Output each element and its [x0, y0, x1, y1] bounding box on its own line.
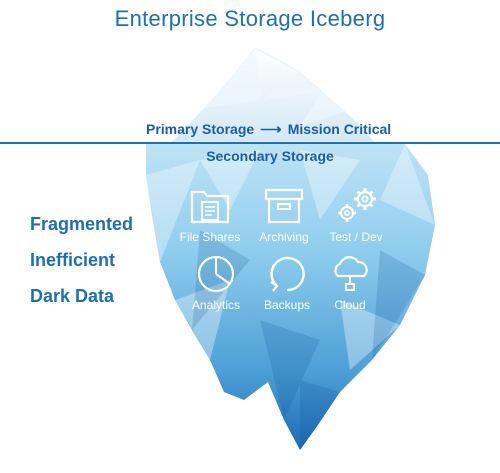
- primary-storage-text: Primary Storage: [146, 121, 255, 137]
- waterline: [0, 142, 500, 144]
- tile-test-dev: Test / Dev: [316, 184, 396, 244]
- side-label-fragmented: Fragmented: [30, 214, 134, 234]
- tile-label: Cloud: [334, 298, 366, 312]
- secondary-storage-label: Secondary Storage: [206, 148, 334, 164]
- archive-box-icon: [264, 188, 304, 224]
- side-label-inefficient: Inefficient: [30, 250, 116, 270]
- tile-label: Archiving: [259, 230, 309, 244]
- side-label-dark-data: Dark Data: [30, 286, 115, 306]
- tile-backups: Backups: [247, 252, 327, 312]
- tile-label: Backups: [263, 298, 311, 312]
- backup-circle-icon: [270, 256, 305, 292]
- diagram-title: Enterprise Storage Iceberg: [114, 6, 386, 31]
- gears-icon: [338, 188, 376, 222]
- tile-archiving: Archiving: [244, 184, 324, 244]
- folder-icon: [190, 190, 230, 224]
- tile-cloud: Cloud: [310, 252, 390, 312]
- tile-label: Analytics: [191, 298, 241, 312]
- cloud-icon: [334, 256, 368, 291]
- tile-analytics: Analytics: [176, 252, 256, 312]
- tile-label: Test / Dev: [329, 230, 383, 244]
- primary-storage-label: Primary Storage ⟶ Mission Critical: [146, 120, 416, 138]
- tile-file-shares: File Shares: [170, 184, 250, 244]
- pie-chart-icon: [197, 255, 235, 293]
- arrow-icon: ⟶: [260, 121, 282, 138]
- tile-label: File Shares: [179, 230, 241, 244]
- mission-critical-text: Mission Critical: [287, 121, 392, 137]
